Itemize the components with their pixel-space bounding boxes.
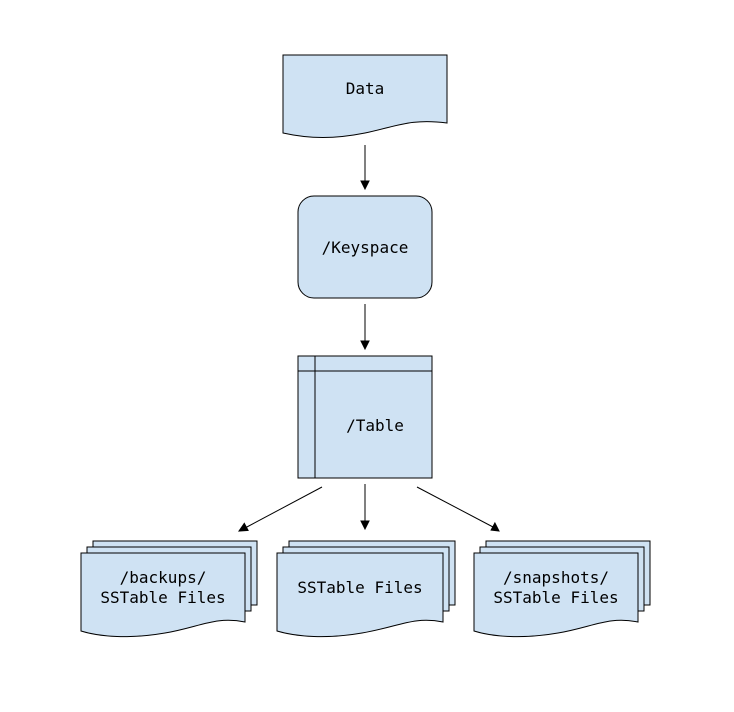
keyspace-label: /Keyspace — [322, 238, 409, 257]
edge-data-to-keyspace — [360, 145, 370, 191]
edge-keyspace-to-table — [360, 304, 370, 351]
snapshots-node: /snapshots/ SSTable Files — [473, 540, 651, 638]
edge-table-to-sstables — [360, 484, 370, 531]
backups-node: /backups/ SSTable Files — [80, 540, 258, 638]
table-label: /Table — [346, 416, 404, 435]
keyspace-node: /Keyspace — [297, 195, 433, 299]
snapshots-label-line1: /snapshots/ — [503, 568, 609, 587]
backups-label-line1: /backups/ — [120, 568, 207, 587]
sstables-node: SSTable Files — [276, 540, 456, 638]
table-node: /Table — [297, 355, 433, 479]
snapshots-label-line2: SSTable Files — [493, 588, 618, 607]
backups-label-line2: SSTable Files — [100, 588, 225, 607]
data-node: Data — [282, 54, 448, 138]
sstables-label: SSTable Files — [297, 578, 422, 597]
edge-table-to-snapshots — [416, 486, 500, 532]
edge-table-to-backups — [238, 486, 323, 532]
data-label: Data — [346, 79, 385, 98]
